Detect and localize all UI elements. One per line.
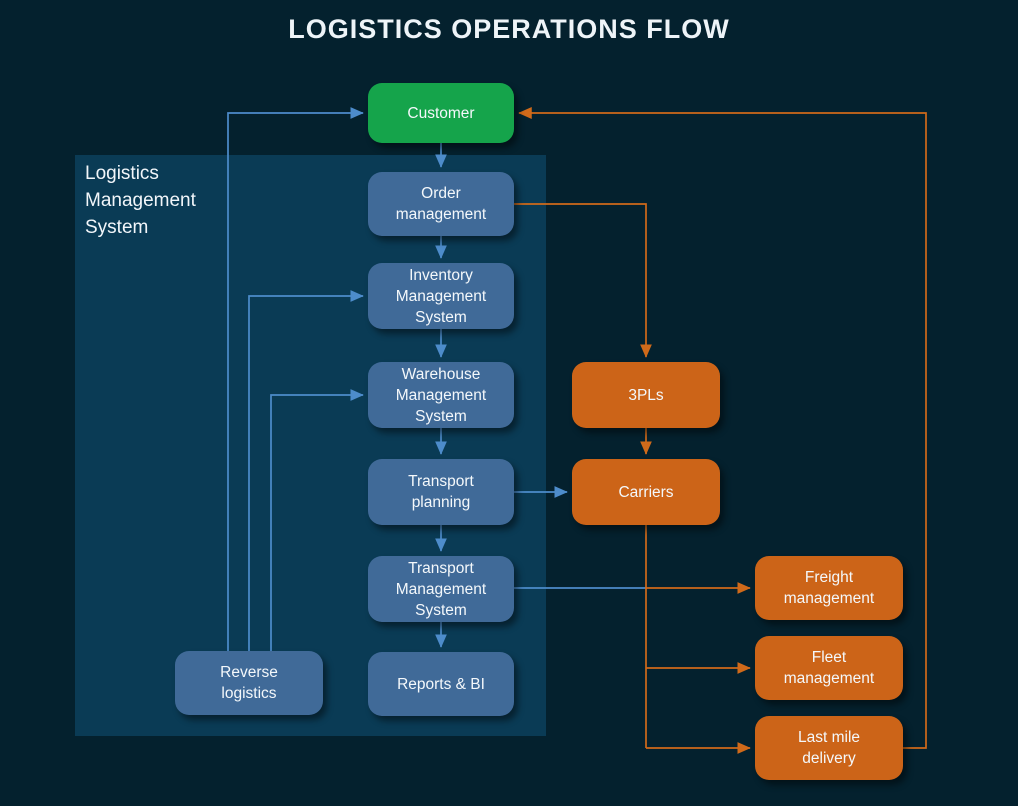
node-transport-management-system[interactable]: Transport Management System (368, 556, 514, 622)
node-warehouse-management-system[interactable]: Warehouse Management System (368, 362, 514, 428)
node-transport-planning[interactable]: Transport planning (368, 459, 514, 525)
node-reports-bi[interactable]: Reports & BI (368, 652, 514, 716)
node-reverse-logistics[interactable]: Reverse logistics (175, 651, 323, 715)
node-3pls[interactable]: 3PLs (572, 362, 720, 428)
node-inventory-management-system[interactable]: Inventory Management System (368, 263, 514, 329)
node-carriers[interactable]: Carriers (572, 459, 720, 525)
diagram-title: LOGISTICS OPERATIONS FLOW (288, 14, 730, 44)
group-label: Logistics Management System (85, 163, 196, 238)
node-customer[interactable]: Customer (368, 83, 514, 143)
node-last-mile-delivery[interactable]: Last mile delivery (755, 716, 903, 780)
node-order-management[interactable]: Order management (368, 172, 514, 236)
logistics-management-system-group (75, 155, 546, 736)
node-freight-management[interactable]: Freight management (755, 556, 903, 620)
node-fleet-management[interactable]: Fleet management (755, 636, 903, 700)
